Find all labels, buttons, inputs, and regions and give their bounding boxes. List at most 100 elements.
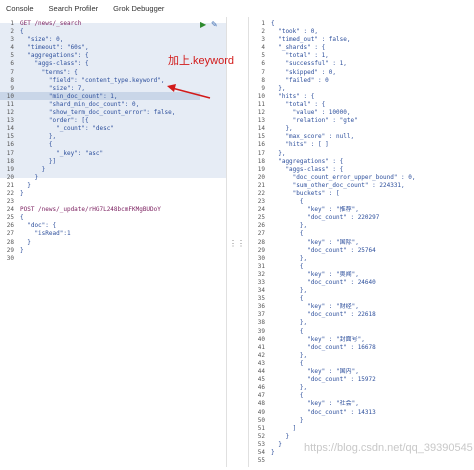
request-line-number: 28 <box>6 238 14 246</box>
request-code-line[interactable] <box>20 255 225 263</box>
response-code-line: "total" : 1, <box>271 52 329 60</box>
response-code-line: ] <box>271 424 297 432</box>
request-code-line[interactable]: POST /news/_update/rHG7L248bcmFKMgBUDoY <box>20 206 161 214</box>
request-code-line[interactable]: } <box>20 181 31 189</box>
request-line-number: 21 <box>6 181 14 189</box>
response-code-line: { <box>271 359 304 367</box>
response-code-line: "failed" : 0 <box>271 76 329 84</box>
request-code-line[interactable]: "show_term_doc_count_error": false, <box>20 109 176 117</box>
request-code-line[interactable]: { <box>20 214 24 222</box>
request-line-number: 11 <box>6 100 14 108</box>
request-code-line[interactable]: { <box>20 28 24 36</box>
request-line-number: 25 <box>6 214 14 222</box>
request-code-line[interactable]: "aggregations": { <box>20 52 89 60</box>
request-code-line[interactable]: } <box>20 189 24 197</box>
request-code-line[interactable]: "_count": "desc" <box>20 125 114 133</box>
tab-bar: Console Search Profiler Grok Debugger <box>0 0 474 16</box>
response-line-number: 24 <box>257 206 265 214</box>
response-code-line: }, <box>271 84 286 92</box>
request-code-line[interactable]: "isRead":1 <box>20 230 71 238</box>
response-code-line <box>271 457 471 465</box>
response-line-number: 31 <box>257 262 265 270</box>
response-line-number: 44 <box>257 368 265 376</box>
request-code-line[interactable]: }] <box>20 157 57 165</box>
request-code-line[interactable]: "size": 0, <box>20 36 64 44</box>
response-line-number: 50 <box>257 416 265 424</box>
response-line-number: 27 <box>257 230 265 238</box>
request-code-line[interactable]: "size": 7, <box>20 84 86 92</box>
request-line-number: 20 <box>6 173 14 181</box>
response-code-line: "aggs-class" : { <box>271 165 344 173</box>
response-code-line: "total" : { <box>271 100 326 108</box>
response-code-line: } <box>271 416 304 424</box>
request-line-number: 24 <box>6 206 14 214</box>
request-code-line[interactable]: "terms": { <box>20 68 78 76</box>
request-code-line[interactable]: "shard_min_doc_count": 0, <box>20 100 140 108</box>
response-code-line: { <box>271 198 304 206</box>
response-line-number: 23 <box>257 198 265 206</box>
request-code-line[interactable]: } <box>20 173 39 181</box>
response-line-number: 55 <box>257 457 265 465</box>
request-code[interactable]: GET /news/_search{ "size": 0, "timeout":… <box>20 20 225 263</box>
request-line-number: 16 <box>6 141 14 149</box>
request-code-line[interactable]: "timeout": "60s", <box>20 44 89 52</box>
response-line-number: 7 <box>261 68 265 76</box>
response-line-number: 8 <box>261 76 265 84</box>
response-code-line: "doc_count" : 15972 <box>271 376 376 384</box>
response-line-number: 18 <box>257 157 265 165</box>
request-code-line[interactable]: "_key": "asc" <box>20 149 104 157</box>
request-line-number: 3 <box>10 36 14 44</box>
response-line-number: 32 <box>257 270 265 278</box>
response-code-line: "skipped" : 0, <box>271 68 337 76</box>
play-icon[interactable]: ▶ <box>200 20 207 29</box>
request-code-line[interactable]: } <box>20 246 24 254</box>
response-code-line: "successful" : 1, <box>271 60 347 68</box>
request-code-line[interactable]: } <box>20 238 31 246</box>
request-code-line[interactable]: "doc": { <box>20 222 57 230</box>
active-line-highlight <box>0 92 200 101</box>
response-line-number: 16 <box>257 141 265 149</box>
request-code-line[interactable]: }, <box>20 133 57 141</box>
response-code-line: "key" : "奥闻", <box>271 270 359 278</box>
response-code-line: { <box>271 230 304 238</box>
request-code-line[interactable]: { <box>20 141 53 149</box>
response-code-line: "key" : "财经", <box>271 303 359 311</box>
request-code-line[interactable]: "field": "content_type.keyword", <box>20 76 165 84</box>
request-line-number: 7 <box>10 68 14 76</box>
response-code-line: }, <box>271 149 286 157</box>
response-line-number: 43 <box>257 359 265 367</box>
request-code-line[interactable] <box>20 198 225 206</box>
request-line-number: 17 <box>6 149 14 157</box>
response-code-line: "doc_count" : 14313 <box>271 408 376 416</box>
response-line-number: 22 <box>257 189 265 197</box>
grip-icon[interactable]: ⋮⋮ <box>229 239 245 248</box>
request-line-number: 23 <box>6 198 14 206</box>
response-code-line: "value" : 10000, <box>271 109 351 117</box>
response-code-line: }, <box>271 125 293 133</box>
response-line-number: 29 <box>257 246 265 254</box>
tab-console[interactable]: Console <box>6 3 34 13</box>
response-code-line: "hits" : { <box>271 92 315 100</box>
wrench-icon[interactable]: ✎ <box>211 20 218 29</box>
response-code-line: } <box>271 448 275 456</box>
request-code-line[interactable]: "order": [{ <box>20 117 89 125</box>
tab-search-profiler[interactable]: Search Profiler <box>48 3 99 13</box>
response-line-number: 19 <box>257 165 265 173</box>
request-code-line[interactable]: "min_doc_count": 1, <box>20 92 118 100</box>
tab-grok-debugger[interactable]: Grok Debugger <box>113 3 165 13</box>
response-line-number: 39 <box>257 327 265 335</box>
response-code-line: }, <box>271 351 308 359</box>
response-line-number: 20 <box>257 173 265 181</box>
response-line-number: 33 <box>257 279 265 286</box>
response-code-line: "timed_out" : false, <box>271 36 351 44</box>
response-line-number: 48 <box>257 400 265 408</box>
request-code-line[interactable]: "aggs-class": { <box>20 60 89 68</box>
response-line-number: 17 <box>257 149 265 157</box>
request-code-line[interactable]: } <box>20 165 46 173</box>
annotation-label: 加上.keyword <box>168 55 235 67</box>
request-line-number: 27 <box>6 230 14 238</box>
request-code-line[interactable]: GET /news/_search <box>20 20 82 27</box>
